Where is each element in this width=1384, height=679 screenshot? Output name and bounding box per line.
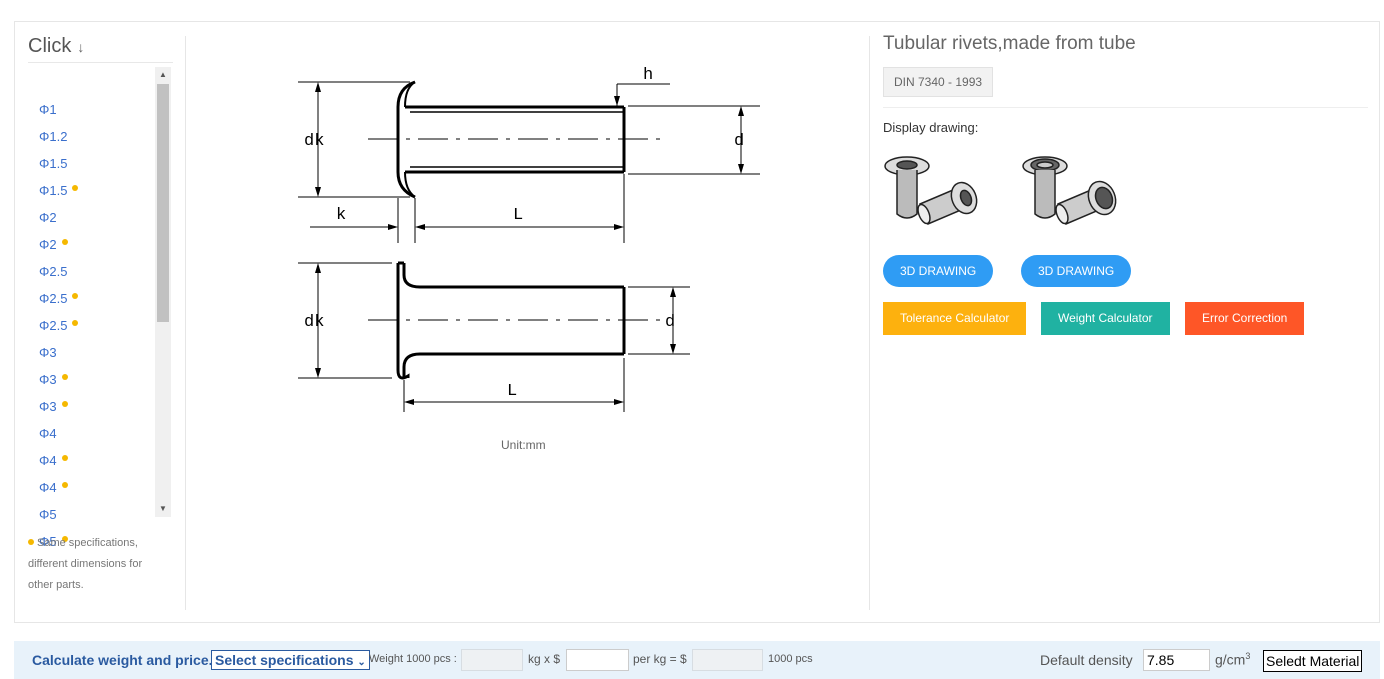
weight-label: Weight 1000 pcs : <box>369 653 457 665</box>
arrow-down-icon: ↓ <box>77 39 85 55</box>
dk-label: dk <box>304 132 324 151</box>
unit-label: Unit:mm <box>501 438 546 452</box>
spec-list-item[interactable]: Φ4 <box>28 474 173 501</box>
legend-text: Same specifications, different dimension… <box>28 537 143 591</box>
price-per-kg-input[interactable] <box>566 649 629 671</box>
per-kg-label: per kg = $ <box>633 652 687 666</box>
legend-dot-icon <box>28 539 34 545</box>
scroll-down-icon[interactable]: ▼ <box>159 504 167 513</box>
k-label: k <box>336 206 346 225</box>
scrollbar-thumb[interactable] <box>157 84 169 322</box>
spec-label: Φ2 <box>39 237 57 252</box>
divider <box>883 107 1368 108</box>
alt-spec-dot-icon <box>61 455 68 461</box>
3d-drawing-button-1[interactable]: 3D DRAWING <box>883 255 994 287</box>
alt-spec-dot-icon <box>72 293 79 299</box>
spec-label: Φ5 <box>39 507 57 522</box>
kg-x-label: kg x $ <box>528 652 561 666</box>
L-label: L <box>513 206 523 225</box>
spec-select-value: Select specifications <box>215 652 354 668</box>
alt-spec-dot-icon <box>61 401 68 407</box>
display-drawing-label: Display drawing: <box>883 120 979 135</box>
spec-label: Φ4 <box>39 453 57 468</box>
sidebar-header: Click ↓ <box>28 30 173 63</box>
spec-list-item[interactable]: Φ1.5 <box>28 177 173 204</box>
spec-list-item[interactable]: Φ3 <box>28 339 173 366</box>
standard-badge: DIN 7340 - 1993 <box>883 67 994 97</box>
spec-label: Φ2 <box>39 210 57 225</box>
density-label: Default density <box>1040 652 1133 668</box>
sidebar-title: Click <box>28 35 72 57</box>
spec-list-item[interactable]: Φ3 <box>28 366 173 393</box>
spec-list-scrollbar[interactable]: ▲ ▼ <box>155 67 171 517</box>
error-correction-button[interactable]: Error Correction <box>1185 302 1305 335</box>
spec-list-item[interactable]: Φ1.2 <box>28 123 173 150</box>
spec-label: Φ4 <box>39 426 57 441</box>
rivet-3d-thumbnail-1[interactable] <box>882 152 982 242</box>
spec-list-item[interactable]: Φ2.5 <box>28 285 173 312</box>
spec-list-item[interactable]: Φ1.5 <box>28 150 173 177</box>
rivet-3d-thumbnail-2[interactable] <box>1020 152 1120 242</box>
legend-note: Same specifications, different dimension… <box>28 533 168 596</box>
d-label-2: d <box>665 313 675 332</box>
chevron-down-icon: ⌄ <box>357 657 366 668</box>
spec-label: Φ1 <box>39 102 57 117</box>
spec-list-item[interactable]: Φ1 <box>28 96 173 123</box>
spec-list-item[interactable]: Φ2.5 <box>28 312 173 339</box>
calc-title: Calculate weight and price. <box>32 652 213 668</box>
rivet-technical-drawing: dk d h k L dk d L <box>298 66 760 412</box>
spec-label: Φ2.5 <box>39 318 68 333</box>
dk-label-2: dk <box>304 313 324 332</box>
per-1000-label: 1000 pcs <box>768 653 813 665</box>
3d-drawing-button-2[interactable]: 3D DRAWING <box>1021 255 1132 287</box>
divider <box>869 36 870 610</box>
alt-spec-dot-icon <box>72 185 79 191</box>
alt-spec-dot-icon <box>61 374 68 380</box>
spec-list-item[interactable]: Φ2 <box>28 204 173 231</box>
spec-list-item[interactable]: Φ2.5 <box>28 258 173 285</box>
spec-label: Φ2.5 <box>39 291 68 306</box>
tolerance-calculator-button[interactable]: Tolerance Calculator <box>883 302 1027 335</box>
divider <box>185 36 186 610</box>
spec-list-item[interactable]: Φ2 <box>28 231 173 258</box>
weight-output <box>461 649 523 671</box>
weight-calculator-button[interactable]: Weight Calculator <box>1041 302 1170 335</box>
spec-label: Φ1.5 <box>39 183 68 198</box>
content-frame <box>14 21 1380 623</box>
spec-list-item[interactable]: Φ4 <box>28 447 173 474</box>
spec-list-item[interactable]: Φ5 <box>28 528 173 548</box>
spec-label: Φ5 <box>39 534 57 548</box>
alt-spec-dot-icon <box>72 320 79 326</box>
spec-label: Φ4 <box>39 480 57 495</box>
spec-list-item[interactable]: Φ5 <box>28 501 173 528</box>
L-label-2: L <box>507 382 517 401</box>
spec-list-item[interactable]: Φ3 <box>28 393 173 420</box>
d-label: d <box>734 132 744 151</box>
spec-label: Φ3 <box>39 372 57 387</box>
spec-list-item[interactable]: Φ4 <box>28 420 173 447</box>
density-unit: g/cm3 <box>1215 651 1251 668</box>
alt-spec-dot-icon <box>61 239 68 245</box>
alt-spec-dot-icon <box>61 536 68 542</box>
spec-label: Φ1.2 <box>39 129 68 144</box>
alt-spec-dot-icon <box>61 482 68 488</box>
spec-label: Φ2.5 <box>39 264 68 279</box>
h-label: h <box>643 66 653 85</box>
select-material-button[interactable]: Seledt Material <box>1263 650 1363 672</box>
spec-label: Φ3 <box>39 399 57 414</box>
density-input[interactable]: 7.85 <box>1143 649 1210 671</box>
product-title: Tubular rivets,made from tube <box>883 33 1136 54</box>
spec-select[interactable]: Select specifications ⌄ <box>211 650 370 670</box>
calc-bar: Calculate weight and price. Select speci… <box>14 641 1380 679</box>
scroll-up-icon[interactable]: ▲ <box>159 70 167 79</box>
spec-label: Φ3 <box>39 345 57 360</box>
spec-label: Φ1.5 <box>39 156 68 171</box>
total-price-output <box>692 649 763 671</box>
